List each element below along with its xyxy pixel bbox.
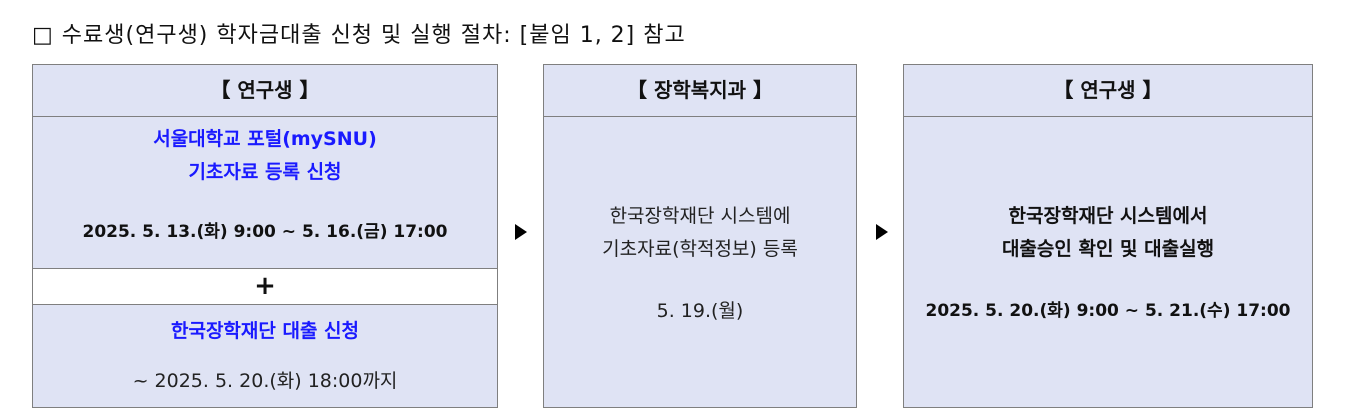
register-date: 5. 19.(월) xyxy=(656,300,744,322)
execute-line-2: 대출승인 확인 및 대출실행 xyxy=(1001,238,1215,260)
box-header: 【 연구생 】 xyxy=(33,65,497,117)
register-line-1: 한국장학재단 시스템에 xyxy=(609,205,791,227)
execute-line-1: 한국장학재단 시스템에서 xyxy=(1008,205,1208,227)
step-box-student-apply: 【 연구생 】 서울대학교 포털(mySNU) 기초자료 등록 신청 2025.… xyxy=(32,64,498,408)
register-description: 한국장학재단 시스템에 기초자료(학적정보) 등록 xyxy=(544,200,856,266)
registration-line: 기초자료 등록 신청 xyxy=(188,161,342,183)
execute-period: 2025. 5. 20.(화) 9:00 ~ 5. 21.(수) 17:00 xyxy=(925,301,1291,321)
arrow-right-icon xyxy=(515,224,527,240)
plus-separator: + xyxy=(33,268,497,305)
page-title: □ 수료생(연구생) 학자금대출 신청 및 실행 절차: [붙임 1, 2] 참… xyxy=(32,23,686,48)
register-line-2: 기초자료(학적정보) 등록 xyxy=(602,238,798,260)
registration-period: 2025. 5. 13.(화) 9:00 ~ 5. 16.(금) 17:00 xyxy=(82,222,448,242)
loan-application-title: 한국장학재단 대출 신청 xyxy=(170,320,360,342)
loan-application-deadline: ~ 2025. 5. 20.(화) 18:00까지 xyxy=(132,370,398,392)
step-box-office-register: 【 장학복지과 】 한국장학재단 시스템에 기초자료(학적정보) 등록 5. 1… xyxy=(543,64,857,408)
box-header: 【 연구생 】 xyxy=(904,65,1312,117)
step-box-student-execute: 【 연구생 】 한국장학재단 시스템에서 대출승인 확인 및 대출실행 2025… xyxy=(903,64,1313,408)
execute-description: 한국장학재단 시스템에서 대출승인 확인 및 대출실행 xyxy=(904,200,1312,266)
portal-line: 서울대학교 포털(mySNU) xyxy=(153,128,377,150)
arrow-right-icon xyxy=(876,224,888,240)
portal-registration-step: 서울대학교 포털(mySNU) 기초자료 등록 신청 xyxy=(33,123,497,189)
box-header: 【 장학복지과 】 xyxy=(544,65,856,117)
